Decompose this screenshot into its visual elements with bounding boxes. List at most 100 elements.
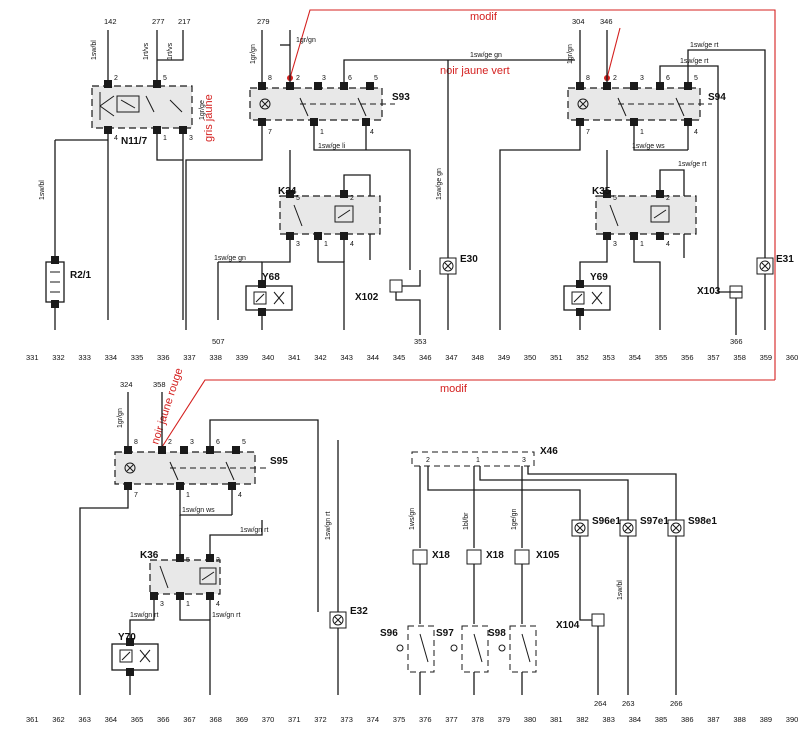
svg-text:1bl/br: 1bl/br: [463, 512, 470, 530]
noir-jaune-vert-label: noir jaune vert: [440, 65, 510, 77]
connector-x18-b: X18: [466, 549, 504, 624]
svg-text:142: 142: [104, 17, 117, 26]
svg-text:3: 3: [522, 457, 526, 464]
connector-x105: X105: [514, 549, 560, 624]
svg-text:S96e1: S96e1: [592, 516, 621, 527]
ruler-number: 363: [78, 715, 91, 724]
svg-text:1rt/vs: 1rt/vs: [143, 42, 150, 60]
ruler-number: 385: [655, 715, 668, 724]
ruler-number: 368: [209, 715, 222, 724]
svg-text:6: 6: [348, 75, 352, 82]
svg-text:6: 6: [216, 439, 220, 446]
lamp-s96e1: S96e1: [571, 516, 621, 612]
ruler-number: 355: [655, 353, 668, 362]
svg-text:1sw/ge gn: 1sw/ge gn: [214, 255, 246, 262]
svg-text:1sw/ge rt: 1sw/ge rt: [678, 161, 706, 168]
noir-jaune-rouge-label: noir jaune rouge: [149, 367, 185, 446]
ruler-number: 381: [550, 715, 563, 724]
svg-text:3: 3: [190, 439, 194, 446]
svg-text:4: 4: [666, 241, 670, 248]
wire-labels-top: 1sw/bl 1rt/vs 1rt/vs 1gr/gn 1gr/gn 1gr/g…: [39, 37, 718, 262]
svg-text:4: 4: [694, 129, 698, 136]
svg-text:1: 1: [476, 457, 480, 464]
svg-text:3: 3: [613, 241, 617, 248]
ruler-number: 344: [367, 353, 380, 362]
ruler-number: 353: [602, 353, 615, 362]
s94-label: S94: [708, 92, 726, 103]
connector-x102: X102: [355, 270, 421, 335]
ruler-number: 380: [524, 715, 537, 724]
svg-text:3: 3: [322, 75, 326, 82]
ruler-number: 376: [419, 715, 432, 724]
ruler-number: 331: [26, 353, 39, 362]
svg-text:3: 3: [189, 135, 193, 142]
ruler-number: 388: [733, 715, 746, 724]
svg-text:5: 5: [374, 75, 378, 82]
lamp-s98e1: S98e1: [667, 516, 717, 695]
ruler-number: 364: [105, 715, 118, 724]
lamp-e30: E30: [439, 60, 478, 330]
switch-s97: S97: [436, 625, 489, 695]
ruler-number: 369: [236, 715, 249, 724]
svg-text:266: 266: [670, 699, 683, 708]
svg-text:366: 366: [730, 337, 743, 346]
ruler-number: 382: [576, 715, 589, 724]
lamp-s97e1: S97e1: [619, 516, 669, 695]
ruler-number: 356: [681, 353, 694, 362]
ruler-number: 365: [131, 715, 144, 724]
ruler-number: 379: [498, 715, 511, 724]
ruler-number: 357: [707, 353, 720, 362]
ruler-number: 343: [340, 353, 353, 362]
ruler-number: 339: [236, 353, 249, 362]
ruler-number: 389: [760, 715, 773, 724]
x103-label: X103: [697, 286, 721, 297]
svg-text:1sw/ge li: 1sw/ge li: [318, 143, 346, 150]
svg-text:4: 4: [114, 135, 118, 142]
ruler-number: 374: [367, 715, 380, 724]
svg-text:1: 1: [324, 241, 328, 248]
svg-text:1ge/gn: 1ge/gn: [511, 508, 518, 530]
connector-x103: X103: [697, 270, 743, 335]
svg-text:1sw/gn rt: 1sw/gn rt: [240, 527, 268, 534]
svg-text:3: 3: [160, 601, 164, 608]
svg-text:1: 1: [640, 241, 644, 248]
switch-s98: S98: [488, 625, 537, 695]
gris-jaune-label: gris jaune: [203, 94, 215, 142]
svg-text:1sw/gn rt: 1sw/gn rt: [212, 612, 240, 619]
ruler-number: 358: [733, 353, 746, 362]
svg-text:1sw/ge ws: 1sw/ge ws: [632, 143, 665, 150]
svg-text:507: 507: [212, 337, 225, 346]
svg-text:304: 304: [572, 17, 585, 26]
svg-text:4: 4: [350, 241, 354, 248]
ruler-number: 335: [131, 353, 144, 362]
s95-label: S95: [270, 456, 288, 467]
ruler-number: 360: [786, 353, 799, 362]
ruler-number: 378: [471, 715, 484, 724]
svg-text:1gr/gn: 1gr/gn: [117, 408, 124, 428]
ruler-number: 332: [52, 353, 65, 362]
svg-text:1sw/bl: 1sw/bl: [39, 180, 46, 200]
ruler-number: 348: [471, 353, 484, 362]
svg-text:2: 2: [350, 195, 354, 202]
svg-text:S97e1: S97e1: [640, 516, 669, 527]
e32-label: E32: [350, 606, 368, 617]
e30-label: E30: [460, 254, 478, 265]
svg-text:7: 7: [268, 129, 272, 136]
ruler-number: 354: [629, 353, 642, 362]
ruler-number: 352: [576, 353, 589, 362]
svg-text:2: 2: [666, 195, 670, 202]
ruler-number: 337: [183, 353, 196, 362]
svg-text:1: 1: [640, 129, 644, 136]
svg-text:X105: X105: [536, 550, 560, 561]
switch-s96: S96: [380, 625, 435, 695]
ruler-number: 351: [550, 353, 563, 362]
svg-text:1gr/gn: 1gr/gn: [250, 44, 257, 64]
ruler-number: 367: [183, 715, 196, 724]
